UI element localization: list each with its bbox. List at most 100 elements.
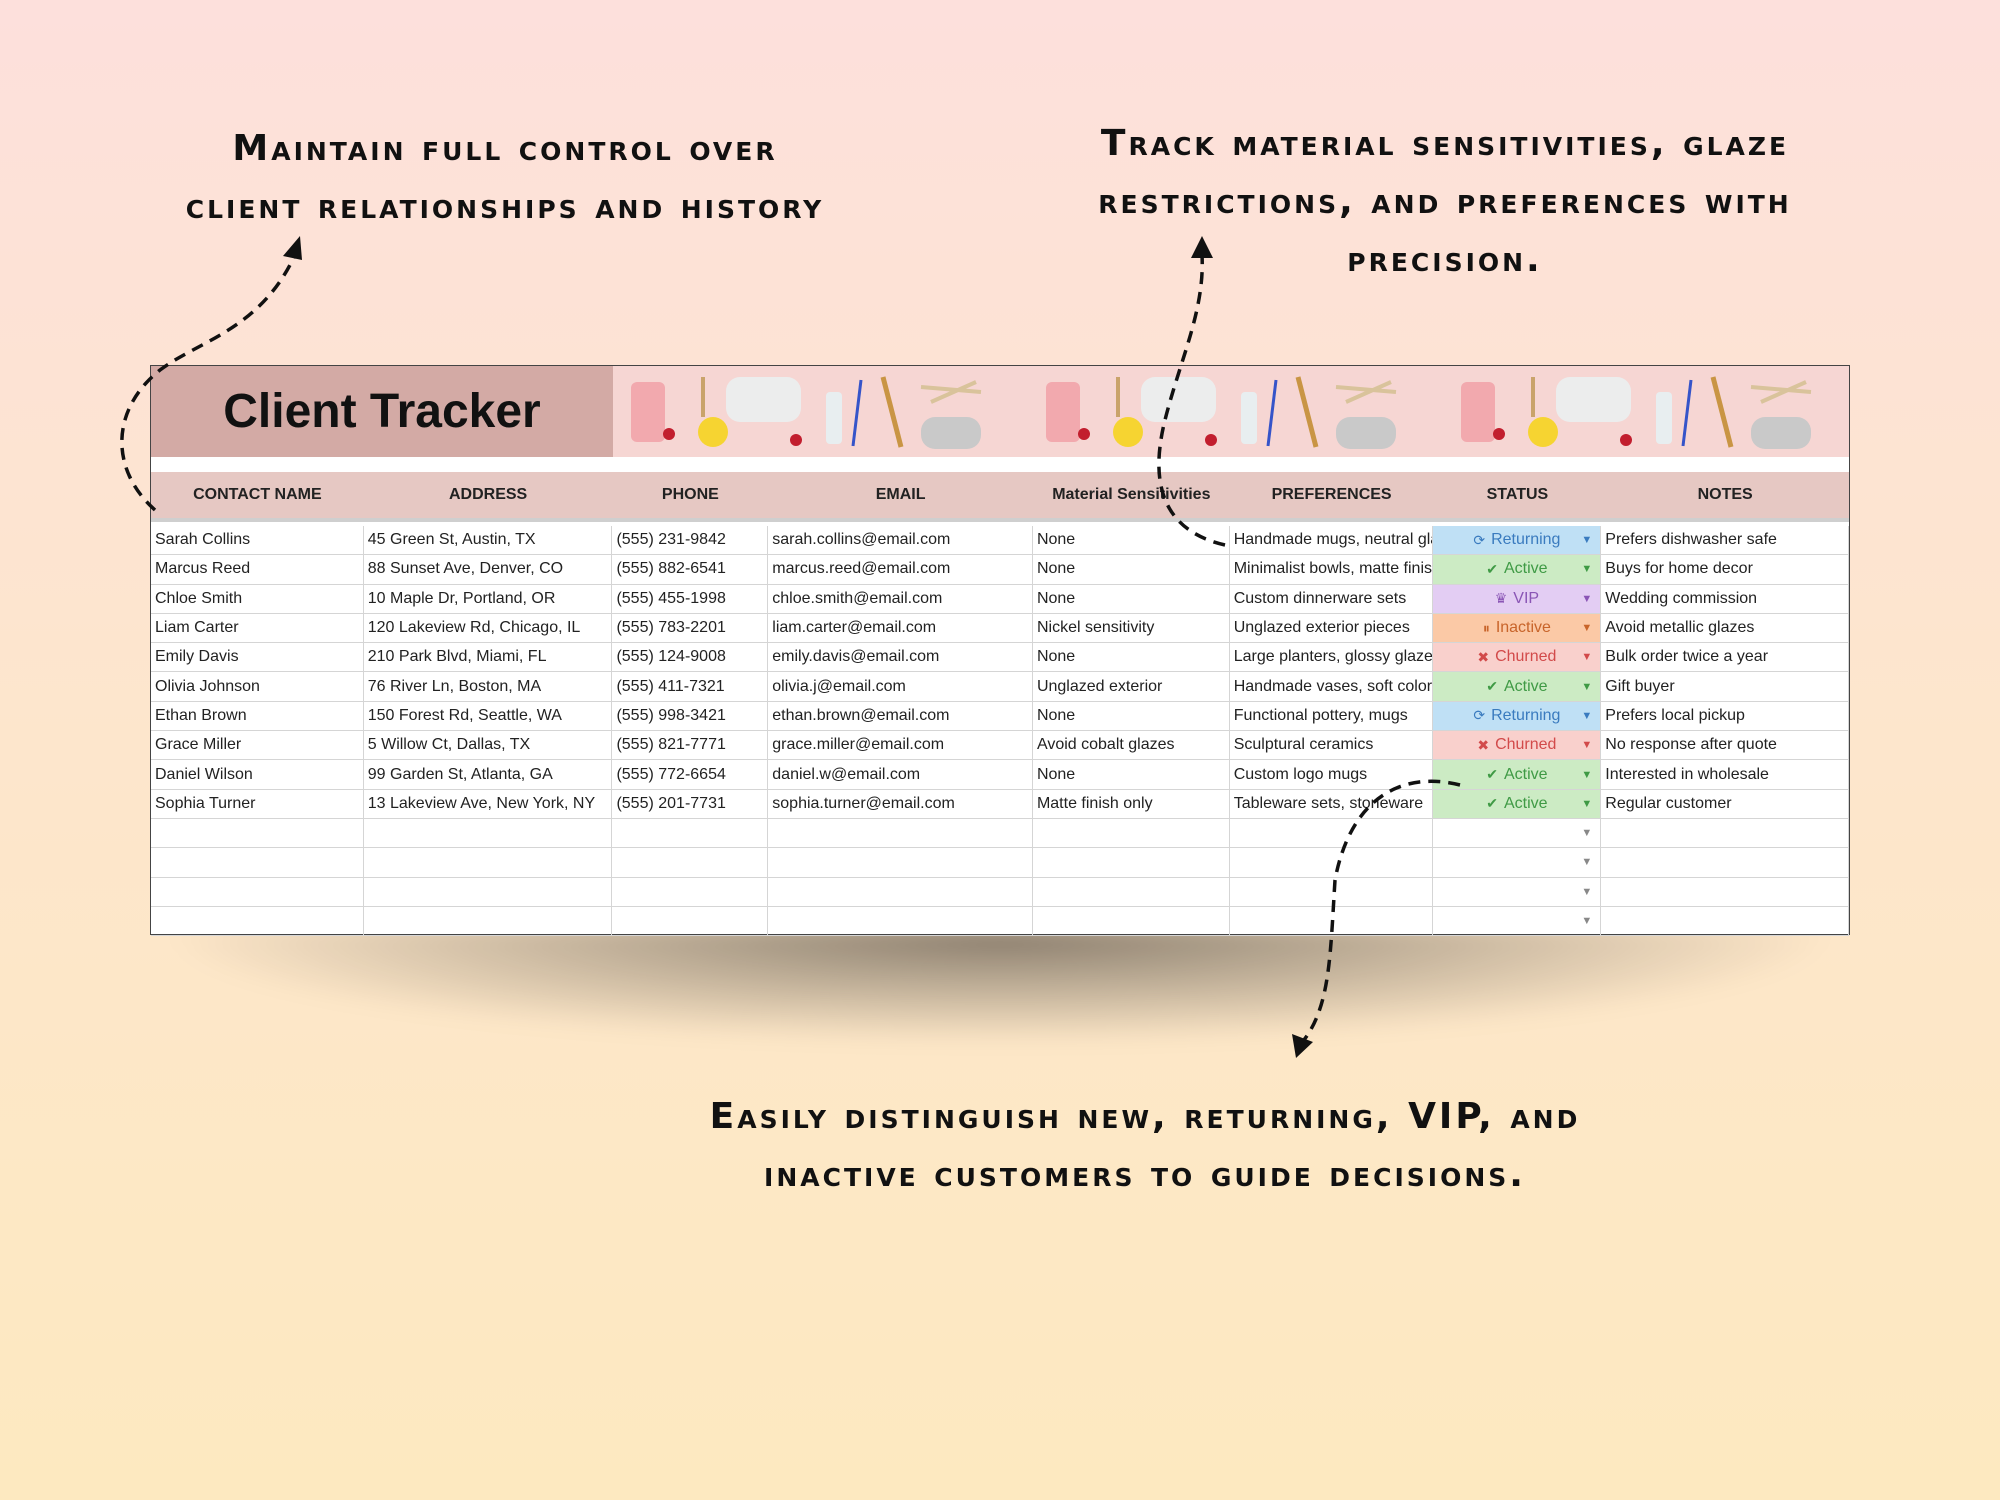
table-cell[interactable]: None [1033,760,1230,789]
chevron-down-icon[interactable]: ▼ [1581,563,1593,576]
status-dropdown[interactable]: ✔Active▼ [1433,760,1602,789]
chevron-down-icon[interactable]: ▼ [1581,651,1593,664]
table-cell[interactable] [1033,906,1230,936]
table-cell[interactable]: 99 Garden St, Atlanta, GA [364,760,613,789]
table-cell[interactable] [151,906,364,936]
table-cell[interactable]: liam.carter@email.com [768,613,1033,643]
table-cell[interactable] [612,818,769,848]
table-cell[interactable]: (555) 998-3421 [612,701,769,731]
table-cell[interactable]: (555) 783-2201 [612,613,769,643]
table-cell[interactable] [768,818,1033,848]
table-cell[interactable]: (555) 772-6654 [612,760,769,789]
table-cell[interactable]: (555) 201-7731 [612,789,769,818]
table-cell[interactable] [612,906,769,936]
table-cell[interactable]: Prefers local pickup [1601,701,1849,731]
table-cell[interactable]: Wedding commission [1601,584,1849,613]
chevron-down-icon[interactable]: ▼ [1581,592,1593,605]
table-cell[interactable]: None [1033,701,1230,731]
table-cell[interactable] [1601,906,1849,936]
table-cell[interactable]: 150 Forest Rd, Seattle, WA [364,701,613,731]
table-cell[interactable]: Unglazed exterior [1033,672,1230,701]
table-cell[interactable] [364,848,613,877]
table-cell[interactable]: Minimalist bowls, matte finish [1230,555,1434,584]
status-dropdown[interactable]: ✖Churned▼ [1433,643,1602,672]
table-cell[interactable]: Marcus Reed [151,555,364,584]
table-cell[interactable]: Regular customer [1601,789,1849,818]
table-cell[interactable]: Ethan Brown [151,701,364,731]
table-cell[interactable] [364,877,613,906]
table-cell[interactable] [1230,877,1434,906]
table-cell[interactable]: 13 Lakeview Ave, New York, NY [364,789,613,818]
status-dropdown[interactable]: ▼ [1433,877,1602,906]
table-cell[interactable]: (555) 411-7321 [612,672,769,701]
table-cell[interactable]: Custom dinnerware sets [1230,584,1434,613]
table-cell[interactable]: (555) 124-9008 [612,643,769,672]
table-cell[interactable] [1601,877,1849,906]
table-cell[interactable] [1230,848,1434,877]
table-cell[interactable]: None [1033,526,1230,555]
table-cell[interactable]: emily.davis@email.com [768,643,1033,672]
status-dropdown[interactable]: ✔Active▼ [1433,555,1602,584]
table-cell[interactable] [768,906,1033,936]
table-cell[interactable] [612,877,769,906]
chevron-down-icon[interactable]: ▼ [1581,768,1593,781]
table-cell[interactable]: 76 River Ln, Boston, MA [364,672,613,701]
table-cell[interactable] [1033,877,1230,906]
table-cell[interactable]: No response after quote [1601,731,1849,760]
chevron-down-icon[interactable]: ▼ [1581,856,1593,869]
table-cell[interactable]: Chloe Smith [151,584,364,613]
table-cell[interactable]: 210 Park Blvd, Miami, FL [364,643,613,672]
table-cell[interactable]: chloe.smith@email.com [768,584,1033,613]
table-cell[interactable]: Avoid cobalt glazes [1033,731,1230,760]
table-cell[interactable]: sarah.collins@email.com [768,526,1033,555]
table-cell[interactable]: Tableware sets, stoneware [1230,789,1434,818]
table-cell[interactable]: Olivia Johnson [151,672,364,701]
table-cell[interactable]: 88 Sunset Ave, Denver, CO [364,555,613,584]
table-cell[interactable] [1601,848,1849,877]
table-cell[interactable]: None [1033,555,1230,584]
table-cell[interactable]: 10 Maple Dr, Portland, OR [364,584,613,613]
table-cell[interactable] [612,848,769,877]
status-dropdown[interactable]: ✔Active▼ [1433,789,1602,818]
table-cell[interactable]: Liam Carter [151,613,364,643]
chevron-down-icon[interactable]: ▼ [1581,622,1593,635]
table-cell[interactable] [151,877,364,906]
table-cell[interactable]: Handmade vases, soft colors [1230,672,1434,701]
table-cell[interactable] [1601,818,1849,848]
table-cell[interactable]: Buys for home decor [1601,555,1849,584]
table-cell[interactable]: Large planters, glossy glaze [1230,643,1434,672]
table-cell[interactable]: Daniel Wilson [151,760,364,789]
table-cell[interactable]: Bulk order twice a year [1601,643,1849,672]
table-cell[interactable]: None [1033,643,1230,672]
table-cell[interactable]: Grace Miller [151,731,364,760]
table-cell[interactable] [1230,818,1434,848]
table-cell[interactable]: Prefers dishwasher safe [1601,526,1849,555]
status-dropdown[interactable]: ▼ [1433,818,1602,848]
table-cell[interactable]: 120 Lakeview Rd, Chicago, IL [364,613,613,643]
table-cell[interactable]: Gift buyer [1601,672,1849,701]
table-cell[interactable]: olivia.j@email.com [768,672,1033,701]
table-cell[interactable]: grace.miller@email.com [768,731,1033,760]
table-cell[interactable] [364,818,613,848]
table-cell[interactable] [768,848,1033,877]
table-cell[interactable]: Avoid metallic glazes [1601,613,1849,643]
status-dropdown[interactable]: ⏸Inactive▼ [1433,613,1602,643]
table-cell[interactable]: ethan.brown@email.com [768,701,1033,731]
table-cell[interactable]: (555) 231-9842 [612,526,769,555]
table-cell[interactable]: Emily Davis [151,643,364,672]
status-dropdown[interactable]: ⟳Returning▼ [1433,526,1602,555]
status-dropdown[interactable]: ✖Churned▼ [1433,731,1602,760]
table-cell[interactable] [151,848,364,877]
chevron-down-icon[interactable]: ▼ [1581,739,1593,752]
status-dropdown[interactable]: ⟳Returning▼ [1433,701,1602,731]
table-cell[interactable]: Nickel sensitivity [1033,613,1230,643]
chevron-down-icon[interactable]: ▼ [1581,534,1593,547]
chevron-down-icon[interactable]: ▼ [1581,797,1593,810]
table-cell[interactable]: Interested in wholesale [1601,760,1849,789]
table-cell[interactable]: Sarah Collins [151,526,364,555]
chevron-down-icon[interactable]: ▼ [1581,827,1593,840]
status-dropdown[interactable]: ♛VIP▼ [1433,584,1602,613]
table-cell[interactable]: Sophia Turner [151,789,364,818]
table-cell[interactable]: (555) 455-1998 [612,584,769,613]
table-cell[interactable]: Unglazed exterior pieces [1230,613,1434,643]
